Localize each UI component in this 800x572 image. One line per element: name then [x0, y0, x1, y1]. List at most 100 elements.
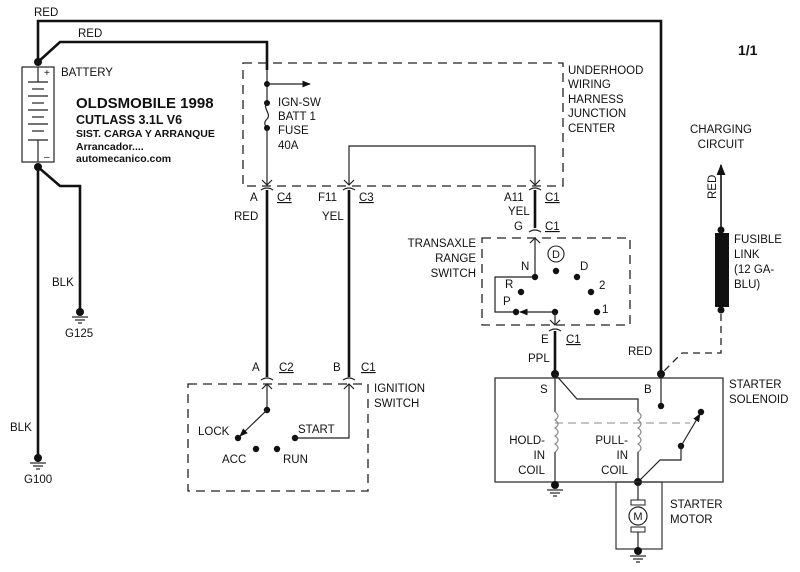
connector-c3-name: C3: [359, 192, 374, 204]
ign-contact-lock: [234, 434, 242, 442]
connector-c3-icon: [342, 179, 356, 191]
solenoid-contact-arm-icon: [680, 413, 701, 447]
svg-text:TRANSAXLE: TRANSAXLE: [408, 238, 477, 250]
pull-in-coil-icon: [636, 411, 642, 453]
fuse-icon: [264, 100, 270, 131]
ign-label-start: START: [298, 424, 335, 436]
wire-red-to-junction: [37, 40, 269, 70]
wire-red-to-solenoid-b: [36, 19, 663, 372]
ign-contact-acc: [252, 445, 260, 453]
svg-text:MOTOR: MOTOR: [670, 514, 713, 526]
svg-text:LINK: LINK: [734, 249, 760, 261]
drive-indicator-text: D: [552, 249, 560, 261]
motor-symbol: M: [633, 511, 642, 523]
ground-g100-icon: [30, 454, 46, 470]
svg-text:CHARGING: CHARGING: [690, 124, 752, 136]
wire-label-charging-red: RED: [707, 175, 719, 199]
connector-e-icon: [548, 319, 562, 332]
range-label-2: 2: [599, 280, 605, 292]
svg-text:IN: IN: [534, 450, 546, 462]
svg-text:BATT 1: BATT 1: [278, 111, 316, 123]
svg-text:CENTER: CENTER: [568, 123, 615, 135]
svg-text:SOLENOID: SOLENOID: [729, 394, 788, 406]
fusible-link-label: FUSIBLE LINK (12 GA- BLU): [734, 234, 782, 291]
ground-g100-label: G100: [24, 474, 52, 486]
ignition-switch-label: IGNITION SWITCH: [374, 383, 425, 410]
range-contact-1: [593, 308, 601, 316]
connector-ign-a-pin: A: [252, 362, 260, 374]
fusible-link-icon: [715, 233, 729, 307]
range-contact-r: [517, 288, 525, 296]
svg-text:UNDERHOOD: UNDERHOOD: [568, 65, 643, 77]
svg-text:BLU): BLU): [734, 279, 760, 291]
wire-label-a11-yel: YEL: [508, 206, 530, 218]
range-label-r: R: [505, 279, 513, 291]
svg-text:40A: 40A: [278, 140, 299, 152]
connector-a11-pin: A11: [504, 192, 524, 204]
svg-text:COIL: COIL: [518, 465, 545, 477]
wire-label-blk-g100: BLK: [10, 422, 32, 434]
range-label-p: P: [503, 296, 511, 308]
wire-blk-g125: [37, 166, 82, 312]
svg-text:CIRCUIT: CIRCUIT: [698, 139, 745, 151]
svg-text:JUNCTION: JUNCTION: [568, 108, 626, 120]
ign-label-lock: LOCK: [198, 426, 230, 438]
solenoid-b-contact: [657, 402, 665, 410]
battery-label: BATTERY: [61, 67, 113, 79]
header-block: OLDSMOBILE 1998 CUTLASS 3.1L V6 SIST. CA…: [76, 95, 215, 165]
battery-positive-splice: [34, 58, 42, 66]
transaxle-label: TRANSAXLE RANGE SWITCH: [408, 238, 477, 280]
fusible-link-dashed-wire: [660, 314, 722, 375]
svg-text:WIRING: WIRING: [568, 79, 611, 91]
wire-label-top-red-1: RED: [34, 7, 58, 19]
wire-label-blk-g125: BLK: [52, 277, 74, 289]
battery-symbol: [21, 66, 55, 163]
range-label-d: D: [580, 261, 588, 273]
connector-ign-b-name: C1: [361, 362, 376, 374]
svg-text:STARTER: STARTER: [729, 379, 782, 391]
svg-text:FUSIBLE: FUSIBLE: [734, 234, 782, 246]
connector-c4-name: C4: [277, 192, 292, 204]
range-contact-mid: [552, 267, 560, 275]
wire-label-solenoid-red: RED: [628, 346, 652, 358]
connector-c4-pin: A: [250, 192, 258, 204]
ign-contact-run: [273, 445, 281, 453]
connector-a11-icon: [528, 179, 542, 191]
connector-c4-icon: [260, 179, 274, 191]
ign-label-run: RUN: [283, 454, 308, 466]
wire-label-top-red-2: RED: [78, 28, 102, 40]
wire-label-c3-yel: YEL: [322, 211, 344, 223]
pull-in-coil-label: PULL- IN COIL: [595, 435, 628, 477]
connector-g-name: C1: [545, 221, 560, 233]
range-contact-p: [512, 308, 520, 316]
range-label-1: 1: [602, 304, 608, 316]
svg-text:IN: IN: [617, 450, 629, 462]
svg-text:IGNITION: IGNITION: [374, 383, 425, 395]
ign-switch-arm-icon: [239, 409, 268, 437]
ignition-switch-box: [187, 383, 369, 492]
solenoid-s-label: S: [540, 384, 548, 396]
charging-circuit-label: CHARGING CIRCUIT: [690, 124, 752, 151]
solenoid-ground-icon: [547, 481, 563, 497]
svg-text:SWITCH: SWITCH: [374, 398, 419, 410]
wire-label-c4-red: RED: [234, 211, 258, 223]
solenoid-b-label: B: [644, 384, 652, 396]
svg-text:HOLD-: HOLD-: [509, 435, 545, 447]
range-contact-n: [531, 273, 539, 281]
svg-text:IGN-SW: IGN-SW: [278, 97, 321, 109]
hold-in-coil-icon: [553, 411, 559, 453]
fuse-label: IGN-SW BATT 1 FUSE 40A: [278, 97, 321, 152]
motor-icon: [628, 506, 648, 526]
junction-center-label: UNDERHOOD WIRING HARNESS JUNCTION CENTER: [568, 65, 643, 135]
transaxle-range-switch-box: [481, 237, 631, 326]
connector-c3-pin: F11: [318, 192, 337, 204]
ground-g125-label: G125: [65, 328, 93, 340]
battery-negative-sign: –: [44, 152, 50, 163]
connector-ign-a-name: C2: [279, 362, 294, 374]
diagram-model: CUTLASS 3.1L V6: [76, 113, 182, 127]
diagram-website: automecanico.com: [76, 153, 171, 165]
battery-positive-sign: +: [44, 68, 50, 79]
starter-solenoid-box: [494, 377, 724, 483]
wire-label-ppl: PPL: [528, 353, 550, 365]
